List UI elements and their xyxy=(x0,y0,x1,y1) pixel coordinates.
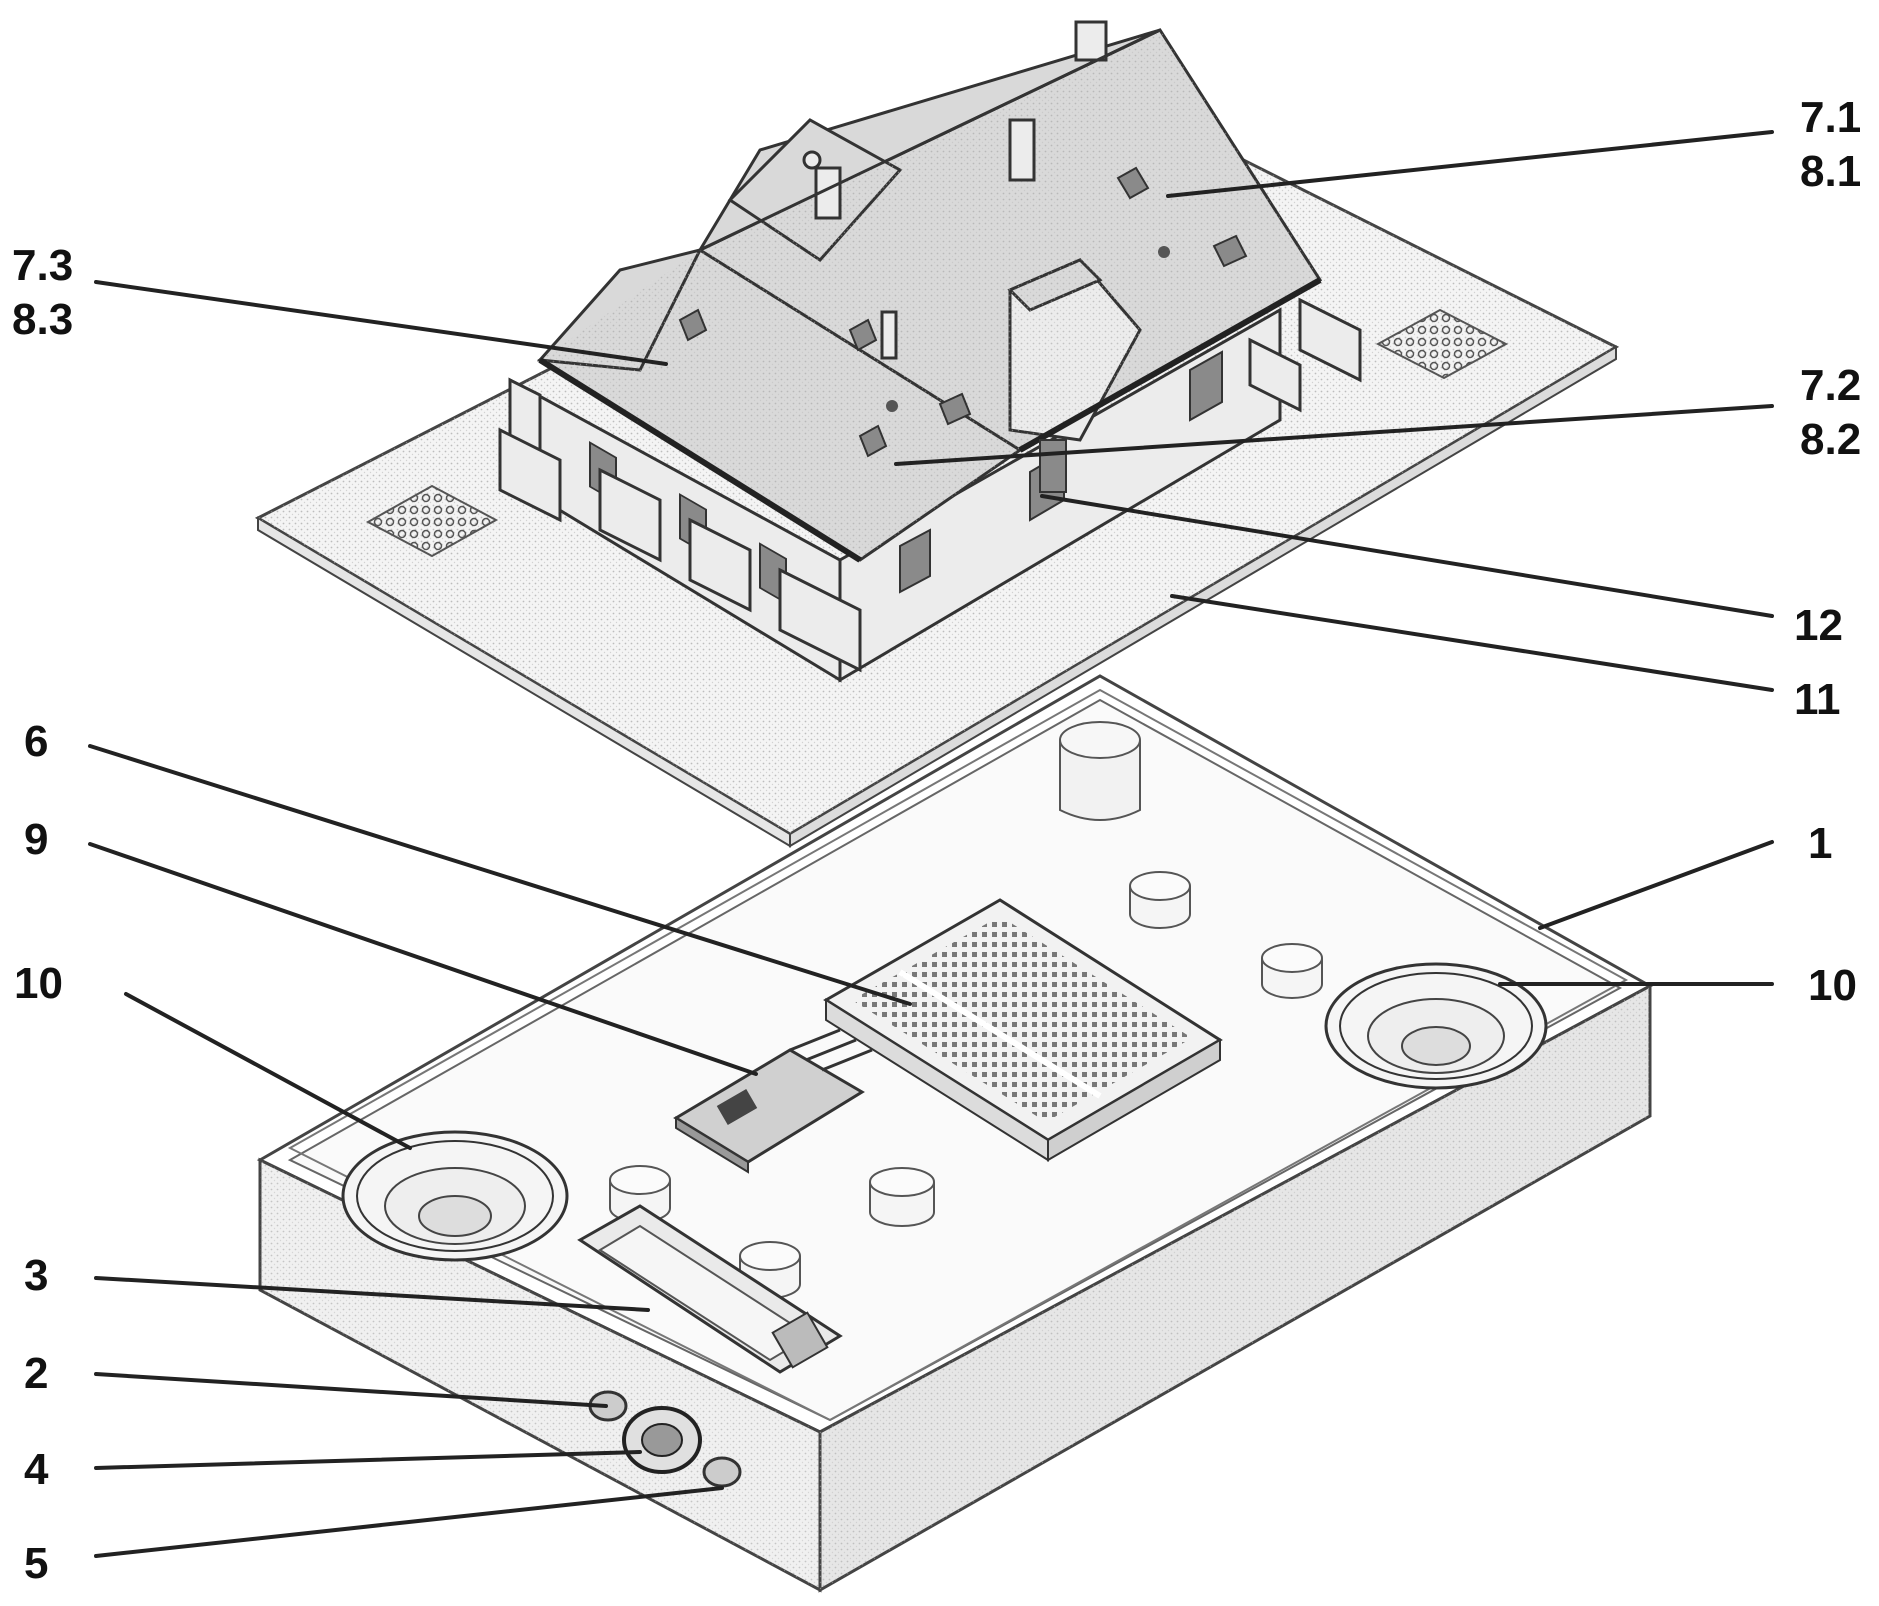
battery-holder xyxy=(577,1204,843,1374)
label-4: 4 xyxy=(24,1445,49,1494)
label-10-left: 10 xyxy=(14,959,63,1008)
label-8-1: 8.1 xyxy=(1800,147,1861,196)
speaker-left xyxy=(341,1130,569,1262)
label-6: 6 xyxy=(24,717,48,766)
bottom-box xyxy=(256,674,1654,1593)
label-7-2: 7.2 xyxy=(1800,361,1861,410)
label-12: 12 xyxy=(1794,601,1843,650)
right-grille-icon xyxy=(1375,308,1509,380)
standoff xyxy=(1129,871,1191,929)
label-5: 5 xyxy=(24,1539,48,1588)
breadboard xyxy=(823,898,1223,1162)
speaker-right xyxy=(1324,962,1548,1090)
audio-jack xyxy=(622,1406,702,1474)
label-9: 9 xyxy=(24,815,48,864)
house-model xyxy=(498,20,1362,683)
standoff xyxy=(1261,943,1323,999)
label-1: 1 xyxy=(1808,819,1832,868)
label-8-2: 8.2 xyxy=(1800,415,1861,464)
leader-lines xyxy=(88,130,1774,1558)
charge-port xyxy=(702,1456,742,1488)
standoff xyxy=(869,1167,935,1227)
door xyxy=(1039,439,1067,493)
label-3: 3 xyxy=(24,1251,48,1300)
label-7-1: 7.1 xyxy=(1800,93,1861,142)
label-7-3: 7.3 xyxy=(12,241,73,290)
label-11: 11 xyxy=(1794,675,1841,724)
label-8-3: 8.3 xyxy=(12,295,73,344)
label-2: 2 xyxy=(24,1349,48,1398)
label-10-right: 10 xyxy=(1808,961,1857,1010)
left-grille-icon xyxy=(365,484,499,558)
reference-labels: 7.1 8.1 7.3 8.3 7.2 8.2 12 11 6 9 1 10 1… xyxy=(12,93,1861,1588)
chimney xyxy=(1074,20,1108,62)
